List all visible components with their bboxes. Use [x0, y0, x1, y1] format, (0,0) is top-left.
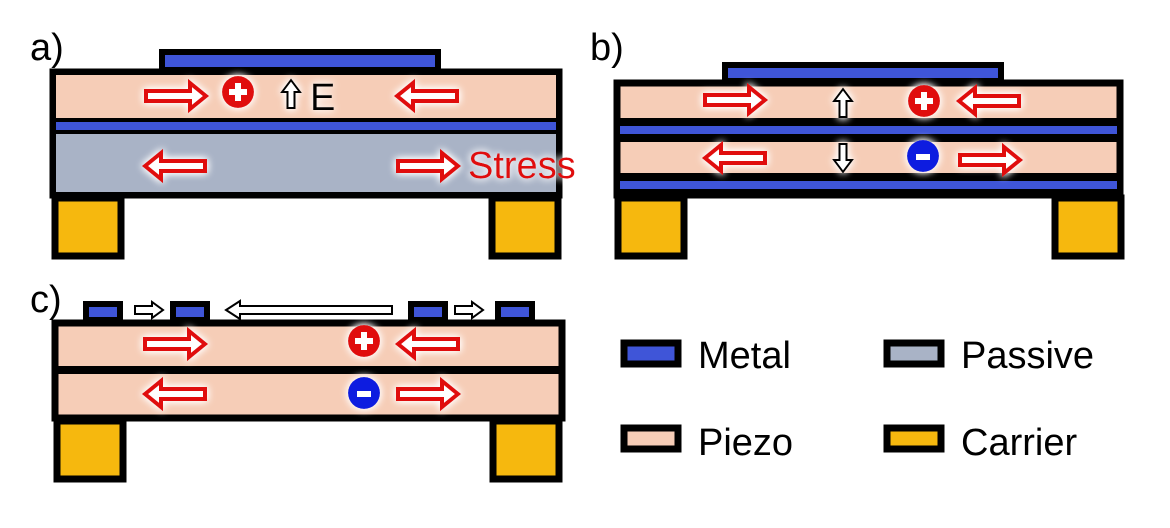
field-label: E	[310, 77, 335, 119]
arrow-right-icon	[454, 300, 485, 320]
panel-b-label: b)	[590, 27, 624, 69]
arrow-left-icon	[224, 299, 393, 321]
plus-charge-icon	[222, 76, 254, 108]
panel-b: b)	[590, 27, 1125, 260]
finger-electrode	[408, 301, 448, 323]
legend-piezo-swatch	[620, 424, 682, 453]
panel-a-label: a)	[30, 27, 64, 69]
panel-c-label: c)	[30, 279, 62, 321]
panel-a: a) E Stress	[30, 27, 576, 260]
bottom-electrode	[620, 181, 1117, 189]
carrier-right	[488, 194, 562, 260]
minus-charge-icon	[348, 377, 380, 409]
finger-electrode	[170, 301, 210, 323]
middle-electrode	[56, 122, 556, 130]
piezo-layer	[56, 75, 556, 118]
legend-carrier-label: Carrier	[961, 422, 1077, 464]
carrier-left	[614, 194, 688, 260]
legend-passive-swatch	[883, 339, 945, 368]
legend: Metal Passive Piezo Carrier	[620, 335, 1094, 464]
legend-metal-label: Metal	[698, 335, 791, 377]
legend-metal-swatch	[620, 339, 682, 368]
carrier-right	[1051, 194, 1125, 260]
layer-separator	[58, 366, 559, 374]
passive-layer	[56, 134, 556, 192]
arrow-right-icon	[134, 300, 165, 320]
carrier-left	[51, 194, 125, 260]
finger-electrode	[83, 301, 123, 323]
middle-electrode	[620, 126, 1117, 134]
carrier-right	[489, 417, 563, 483]
top-electrode	[159, 49, 441, 73]
carrier-left	[53, 417, 127, 483]
minus-charge-icon	[907, 140, 939, 172]
plus-charge-icon	[908, 85, 940, 117]
top-electrode	[722, 62, 1004, 84]
panel-c: c)	[30, 279, 566, 483]
plus-charge-icon	[348, 325, 380, 357]
finger-electrode	[495, 301, 535, 323]
legend-carrier-swatch	[883, 424, 945, 453]
legend-piezo-label: Piezo	[698, 422, 793, 464]
legend-passive-label: Passive	[961, 335, 1094, 377]
stress-label: Stress	[468, 145, 576, 187]
